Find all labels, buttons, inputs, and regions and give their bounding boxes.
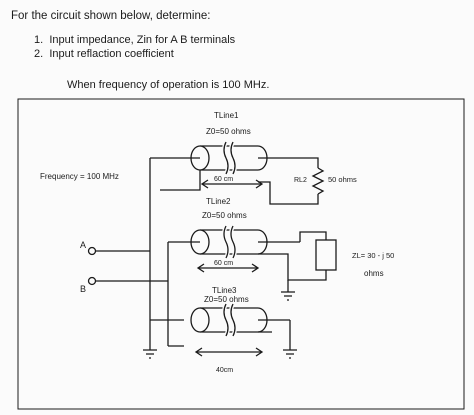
- zl-value: ZL= 30 - j 50: [352, 251, 394, 260]
- tline3-length: 40cm: [216, 367, 233, 374]
- input-bus: [149, 157, 184, 321]
- question-2-text: Input reflaction coefficient: [49, 48, 174, 60]
- tline1-coax: [184, 141, 282, 175]
- tline2-length-arrow: [196, 263, 260, 273]
- wire-b-to-bus: [96, 241, 184, 347]
- wire-tline1-to-rl2: [282, 157, 319, 168]
- tline2-length: 60 cm: [214, 260, 233, 267]
- tline2-name: TLine2: [206, 197, 231, 206]
- zl-impedance-box: [315, 239, 337, 271]
- zl-unit: ohms: [364, 269, 384, 278]
- tline2-coax: [184, 225, 300, 259]
- rl2-name: RL2: [294, 177, 307, 184]
- source-frequency-label: Frequency = 100 MHz: [40, 172, 119, 181]
- wire-tline2-to-zl: [299, 231, 327, 242]
- tline1-z0: Z0=50 ohms: [206, 127, 251, 136]
- wire-tline1-shield-left: [160, 170, 201, 191]
- circuit-diagram: Frequency = 100 MHz A B TLine1 Z0=50 ohm…: [17, 98, 465, 410]
- rl2-resistor: [311, 167, 325, 195]
- tline1-length-arrow: [200, 179, 264, 189]
- wire-tline3-open-end: [258, 320, 291, 342]
- frequency-note: When frequency of operation is 100 MHz.: [67, 79, 270, 91]
- tline3-z0: Z0=50 ohms: [204, 295, 249, 304]
- ground-right-symbol: [283, 349, 297, 359]
- tline3-coax: [190, 303, 290, 337]
- question-2: 2. Input reflaction coefficient: [34, 48, 174, 60]
- question-1: 1. Input impedance, Zin for A B terminal…: [34, 34, 235, 46]
- tline3-length-arrow: [194, 347, 264, 357]
- terminal-b-node: [87, 276, 97, 286]
- question-1-number: 1.: [34, 34, 44, 46]
- wire-rl2-return: [258, 181, 319, 205]
- tline2-z0: Z0=50 ohms: [202, 211, 247, 220]
- tline1-name: TLine1: [214, 111, 239, 120]
- terminal-b-label: B: [80, 284, 86, 294]
- ground-left-symbol: [143, 349, 157, 359]
- question-2-number: 2.: [34, 48, 44, 60]
- terminal-a-label: A: [80, 240, 86, 250]
- rl2-value: 50 ohms: [328, 175, 357, 184]
- diagram-frame: [17, 98, 465, 410]
- problem-intro: For the circuit shown below, determine:: [11, 10, 211, 22]
- tline1-length: 60 cm: [214, 176, 233, 183]
- tline3-name: TLine3: [212, 286, 237, 295]
- ground-zl-symbol: [281, 291, 295, 301]
- terminal-a-node: [87, 246, 97, 256]
- question-1-text: Input impedance, Zin for A B terminals: [49, 34, 236, 46]
